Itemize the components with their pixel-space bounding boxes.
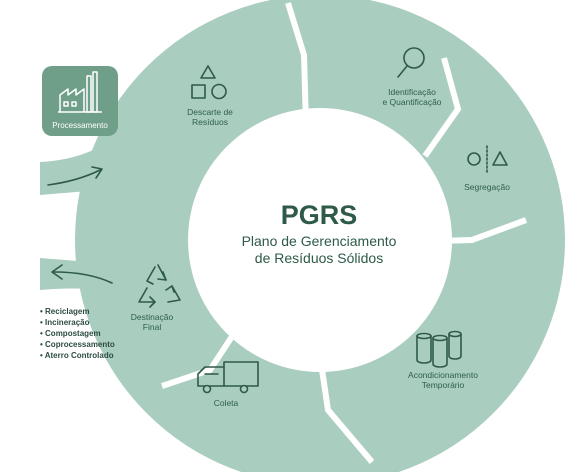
forward-arrow-shaft	[47, 169, 101, 186]
separator-descarte-identificacao	[285, 2, 309, 125]
segregacao-label: Segregação	[464, 182, 510, 192]
return-arrow-shaft	[53, 271, 113, 284]
center-subtitle-line1: Plano de Gerenciamento	[242, 233, 397, 249]
processamento-box: Processamento	[42, 66, 118, 136]
barrels-icon	[416, 330, 462, 368]
center-title: PGRS	[281, 200, 358, 230]
descarte-label-line1: Descarte de	[187, 107, 233, 117]
return-arrow-head	[51, 264, 63, 280]
cycle-ring	[75, 0, 565, 472]
destinacao-label-line1: Destinação	[131, 312, 174, 322]
processamento-connector	[40, 92, 170, 195]
identificacao-label-line1: Identificação	[388, 87, 436, 97]
stage-descarte: Descarte de Resíduos	[187, 65, 233, 127]
magnifier-icon	[397, 47, 425, 78]
destination-item: • Coprocessamento	[40, 340, 115, 349]
destination-item: • Incineração	[40, 318, 90, 327]
destination-list: • Reciclagem • Incineração • Compostagem…	[40, 307, 115, 360]
descarte-label-line2: Resíduos	[192, 117, 228, 127]
center-title-block: PGRS Plano de Gerenciamento de Resíduos …	[242, 200, 397, 266]
destinacao-label-line2: Final	[143, 322, 162, 332]
forward-arrow-head	[91, 166, 103, 179]
recycle-icon	[138, 264, 181, 308]
acondicionamento-label-line1: Acondicionamento	[408, 370, 478, 380]
destinacao-connector	[40, 258, 150, 320]
stage-destinacao: Destinação Final	[131, 264, 181, 332]
identificacao-label-line2: e Quantificação	[382, 97, 441, 107]
destination-item: • Compostagem	[40, 329, 101, 338]
factory-icon	[58, 71, 102, 113]
coleta-label: Coleta	[214, 398, 239, 408]
stage-coleta: Coleta	[197, 361, 259, 408]
acondicionamento-label-line2: Temporário	[422, 380, 465, 390]
stage-acondicionamento: Acondicionamento Temporário	[408, 330, 478, 390]
truck-icon	[197, 361, 259, 394]
destination-item: • Aterro Controlado	[40, 351, 114, 360]
separator-identificacao-segregacao	[422, 57, 462, 158]
destination-item: • Reciclagem	[40, 307, 90, 316]
stage-identificacao: Identificação e Quantificação	[382, 47, 442, 107]
center-subtitle-line2: de Resíduos Sólidos	[255, 250, 383, 266]
shapes-icon	[191, 65, 227, 100]
stage-segregacao: Segregação	[464, 145, 510, 192]
processamento-label: Processamento	[52, 121, 108, 130]
separator-acondicionamento-coleta	[317, 355, 375, 464]
center-disc	[188, 108, 452, 372]
segregation-icon	[467, 145, 508, 173]
